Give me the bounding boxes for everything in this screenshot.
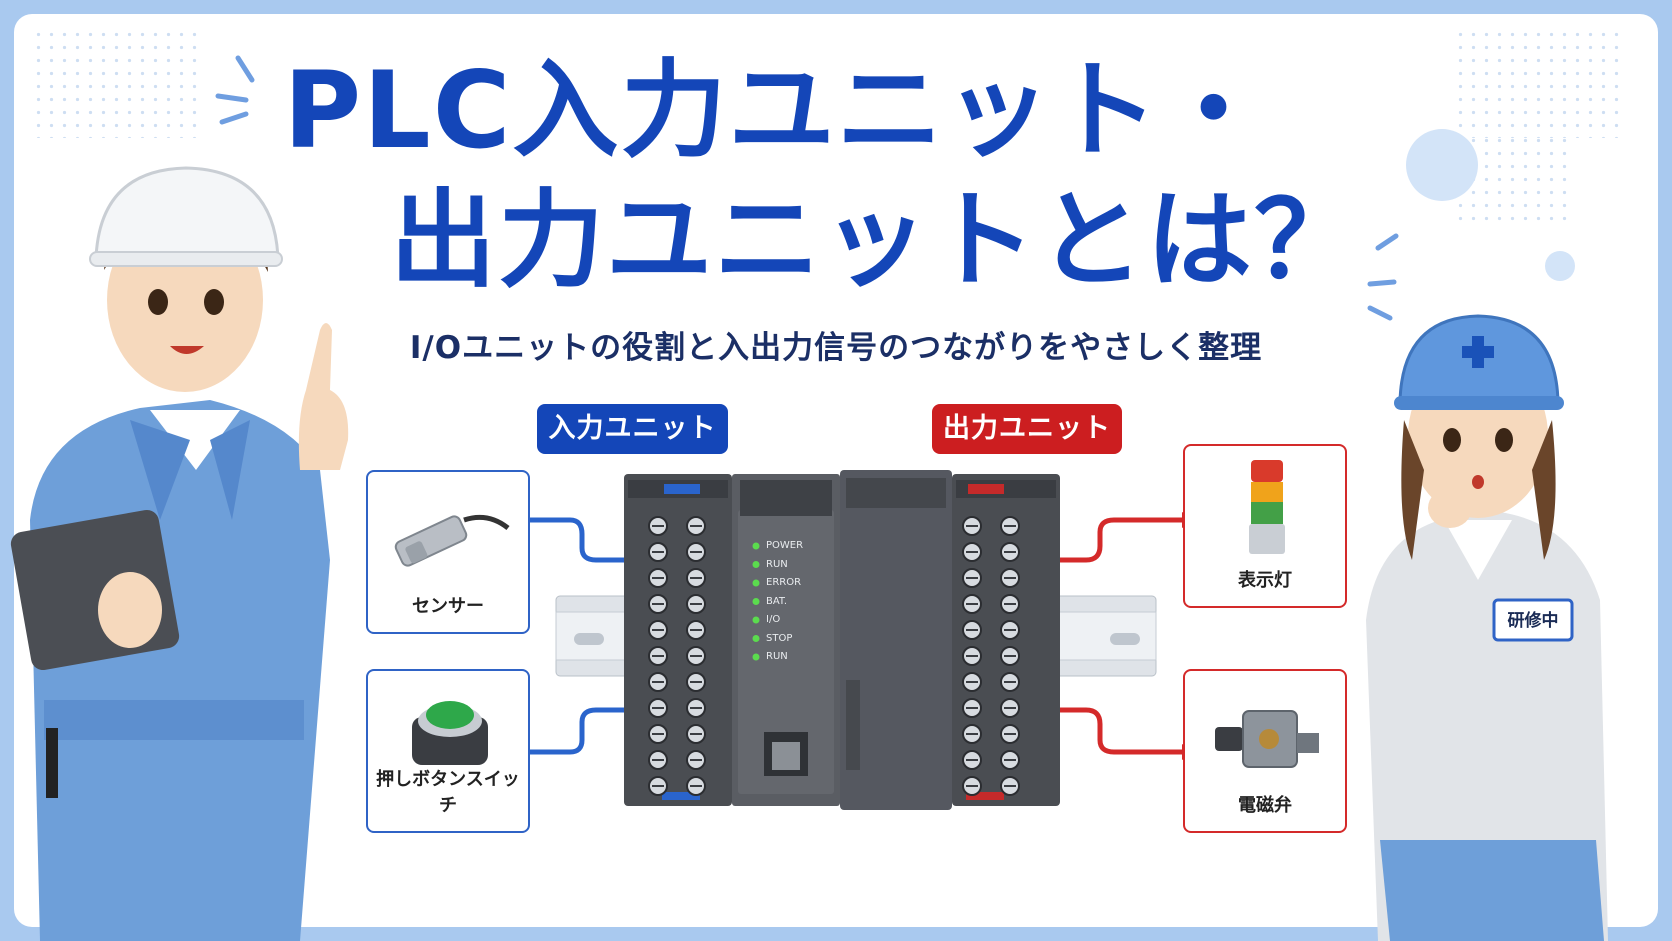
input-label: センサー xyxy=(412,596,484,617)
bubble-decoration xyxy=(1406,129,1478,201)
output-card-signal-tower: 表示灯 xyxy=(1183,444,1347,608)
input-unit-tag: 入力ユニット xyxy=(537,404,728,454)
led-label: RUN xyxy=(766,558,788,570)
output-label: 表示灯 xyxy=(1238,570,1292,591)
status-led xyxy=(752,579,760,587)
input-card-push-button: 押しボタンスイッチ xyxy=(366,669,530,833)
page-title-line-2: 出力ユニットとは？ xyxy=(390,179,1362,302)
status-led xyxy=(752,542,760,550)
led-label: POWER xyxy=(766,540,804,551)
bubble-decoration xyxy=(1545,251,1575,281)
output-card-solenoid-valve: 電磁弁 xyxy=(1183,669,1347,833)
led-label: RUN xyxy=(766,651,788,662)
status-led xyxy=(752,616,760,624)
led-label: ERROR xyxy=(766,577,802,588)
output-unit-tag: 出力ユニット xyxy=(932,404,1122,454)
name-badge xyxy=(1492,598,1574,642)
sensor-icon xyxy=(394,514,510,567)
push-button-icon xyxy=(412,701,488,765)
input-terminal-block xyxy=(624,474,732,806)
led-label: I/O xyxy=(766,614,781,625)
trainee-badge-text: 研修中 xyxy=(1507,611,1559,631)
sparkle-lines xyxy=(215,55,1399,321)
page-title-line-1: PLC入力ユニット・ xyxy=(283,49,1269,172)
status-led xyxy=(752,635,760,642)
output-label: 電磁弁 xyxy=(1238,795,1292,816)
signal-wires xyxy=(527,517,1185,755)
signal-tower-icon xyxy=(1249,460,1285,554)
dot-pattern xyxy=(1454,28,1624,138)
input-card-sensor: センサー xyxy=(366,470,530,634)
plc-led-panel xyxy=(752,542,760,661)
dot-pattern xyxy=(32,28,202,138)
status-led xyxy=(752,653,760,661)
input-label: 押しボタンスイッチ xyxy=(376,769,520,816)
status-led xyxy=(752,598,760,605)
led-label: STOP xyxy=(766,632,793,644)
solenoid-valve-icon xyxy=(1215,710,1319,768)
male-engineer-character xyxy=(10,166,349,941)
subtitle: I/Oユニットの役割と入出力信号のつながりをやさしく整理 xyxy=(409,330,1263,366)
led-label: BAT. xyxy=(766,595,788,607)
status-led xyxy=(752,561,760,568)
plc-unit xyxy=(624,470,1060,810)
female-trainee-character xyxy=(1366,314,1608,941)
module-cover xyxy=(840,470,952,810)
